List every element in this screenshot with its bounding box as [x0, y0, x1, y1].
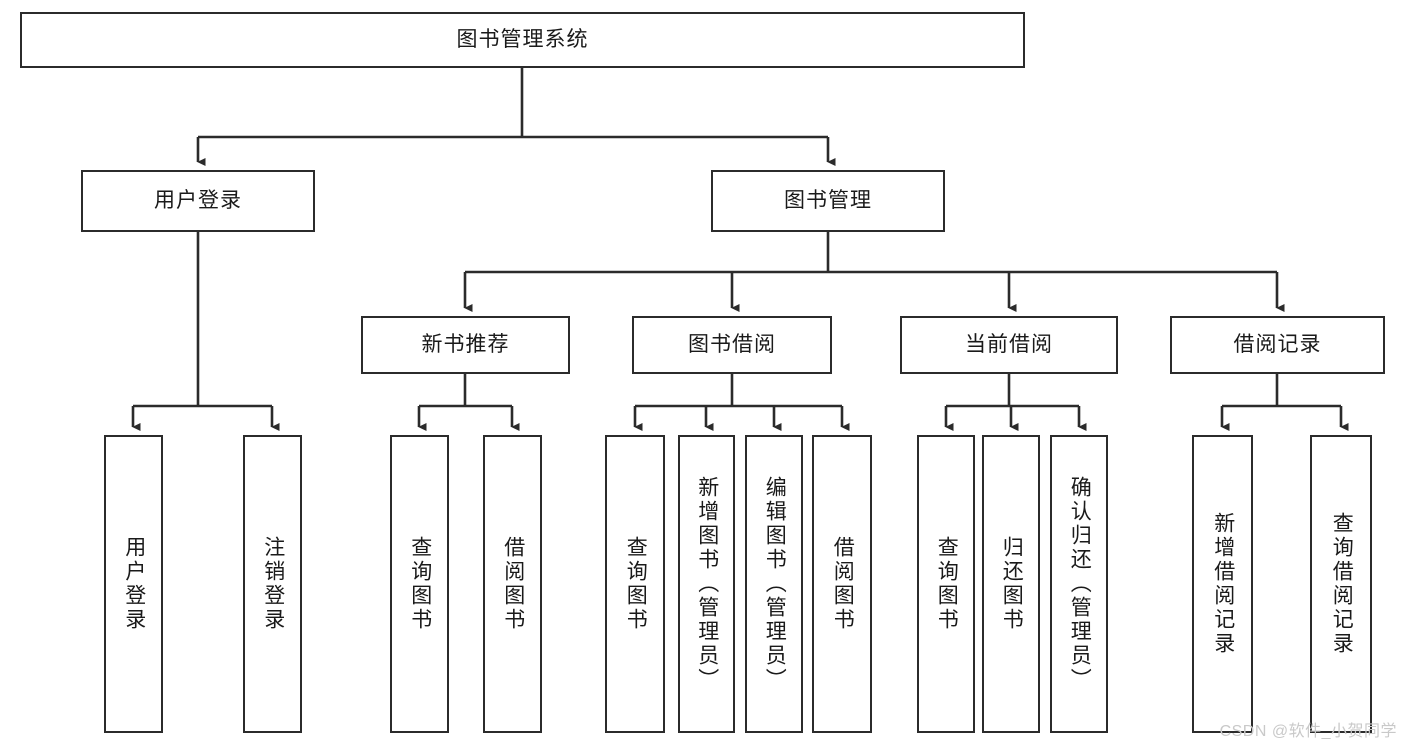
leaf-borrow-book[interactable]: 借阅图书	[812, 435, 872, 733]
node-user-login-group[interactable]: 用户登录	[81, 170, 315, 232]
leaf-query-book-borrow[interactable]: 查询图书	[605, 435, 665, 733]
leaf-edit-book-admin[interactable]: 编辑图书（管理员）	[745, 435, 803, 733]
leaf-confirm-return-admin[interactable]: 确认归还（管理员）	[1050, 435, 1108, 733]
leaf-borrow-book-recommend[interactable]: 借阅图书	[483, 435, 542, 733]
leaf-add-borrow-record[interactable]: 新增借阅记录	[1192, 435, 1253, 733]
leaf-user-login[interactable]: 用户登录	[104, 435, 163, 733]
leaf-add-book-admin[interactable]: 新增图书（管理员）	[678, 435, 735, 733]
node-current-borrow[interactable]: 当前借阅	[900, 316, 1118, 374]
leaf-query-book-recommend[interactable]: 查询图书	[390, 435, 449, 733]
leaf-query-book-current[interactable]: 查询图书	[917, 435, 975, 733]
leaf-return-book[interactable]: 归还图书	[982, 435, 1040, 733]
node-book-borrow[interactable]: 图书借阅	[632, 316, 832, 374]
node-root[interactable]: 图书管理系统	[20, 12, 1025, 68]
node-borrow-record[interactable]: 借阅记录	[1170, 316, 1385, 374]
leaf-logout[interactable]: 注销登录	[243, 435, 302, 733]
leaf-query-borrow-record[interactable]: 查询借阅记录	[1310, 435, 1372, 733]
node-new-book-recommend[interactable]: 新书推荐	[361, 316, 570, 374]
node-book-manage-group[interactable]: 图书管理	[711, 170, 945, 232]
